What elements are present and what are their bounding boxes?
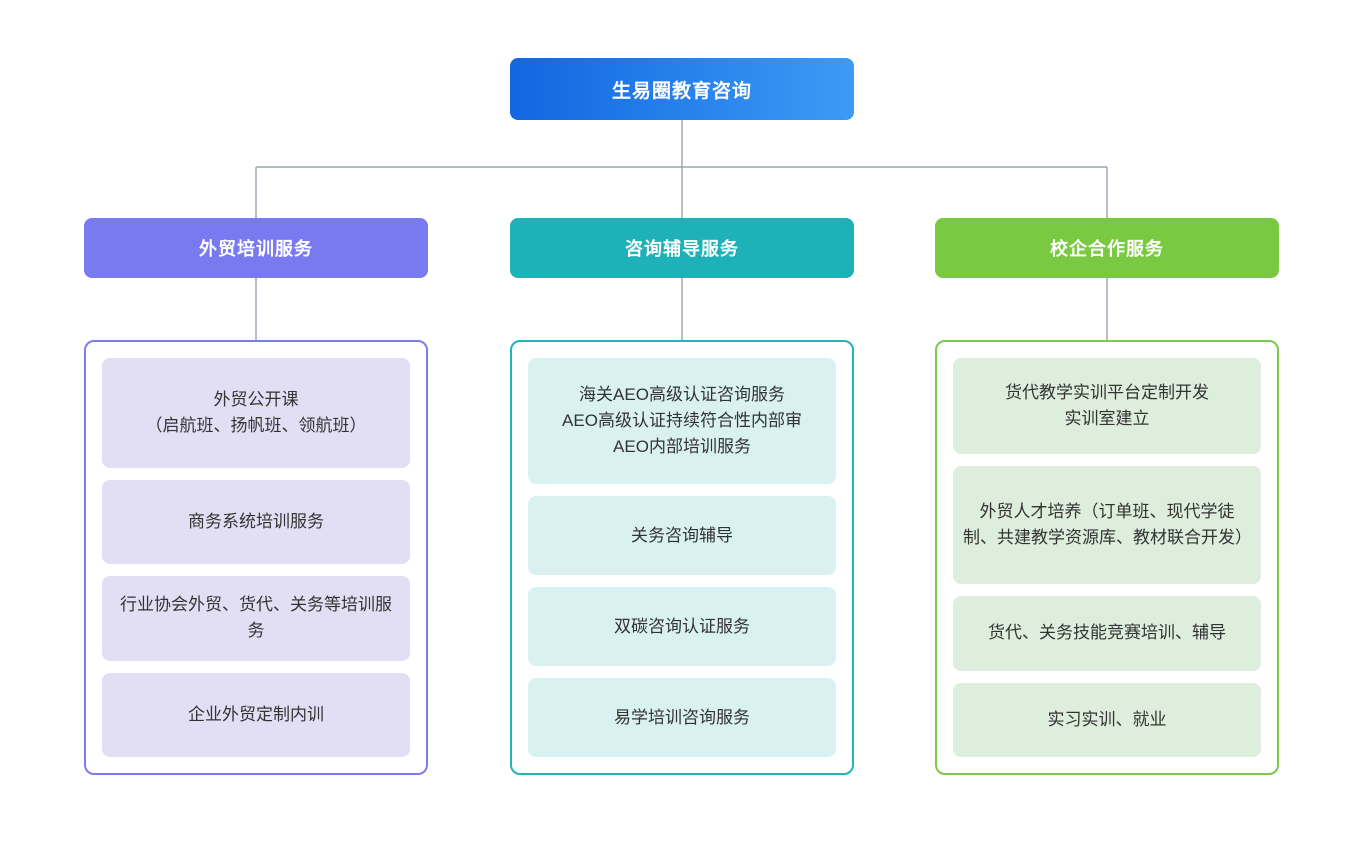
column-header-label: 咨询辅导服务 [625, 239, 739, 259]
list-item[interactable]: 货代、关务技能竞赛培训、辅导 [953, 596, 1261, 671]
list-item[interactable]: 货代教学实训平台定制开发 实训室建立 [953, 358, 1261, 454]
list-item[interactable]: 企业外贸定制内训 [102, 672, 410, 757]
group-container-zixun-fudao: 海关AEO高级认证咨询服务 AEO高级认证持续符合性内部审 AEO内部培训服务 … [510, 340, 854, 775]
column-header-zixun-fudao[interactable]: 咨询辅导服务 [510, 218, 854, 278]
root-node[interactable]: 生易圈教育咨询 [510, 58, 854, 120]
column-header-waimao-peixun[interactable]: 外贸培训服务 [84, 218, 428, 278]
list-item[interactable]: 商务系统培训服务 [102, 479, 410, 565]
column-header-label: 外贸培训服务 [199, 239, 313, 259]
list-item[interactable]: 易学培训咨询服务 [528, 678, 836, 758]
column-header-label: 校企合作服务 [1050, 239, 1164, 259]
list-item[interactable]: 关务咨询辅导 [528, 496, 836, 576]
list-item[interactable]: 外贸公开课 （启航班、扬帆班、领航班） [102, 358, 410, 468]
list-item[interactable]: 双碳咨询认证服务 [528, 587, 836, 667]
root-node-label: 生易圈教育咨询 [611, 80, 752, 102]
list-item[interactable]: 外贸人才培养（订单班、现代学徒制、共建教学资源库、教材联合开发） [953, 466, 1261, 585]
group-container-xiaoqi-hezuo: 货代教学实训平台定制开发 实训室建立 外贸人才培养（订单班、现代学徒制、共建教学… [935, 340, 1279, 775]
list-item[interactable]: 行业协会外贸、货代、关务等培训服务 [102, 576, 410, 661]
list-item[interactable]: 实习实训、就业 [953, 682, 1261, 758]
group-container-waimao-peixun: 外贸公开课 （启航班、扬帆班、领航班） 商务系统培训服务 行业协会外贸、货代、关… [84, 340, 428, 775]
column-header-xiaoqi-hezuo[interactable]: 校企合作服务 [935, 218, 1279, 278]
list-item[interactable]: 海关AEO高级认证咨询服务 AEO高级认证持续符合性内部审 AEO内部培训服务 [528, 358, 836, 485]
